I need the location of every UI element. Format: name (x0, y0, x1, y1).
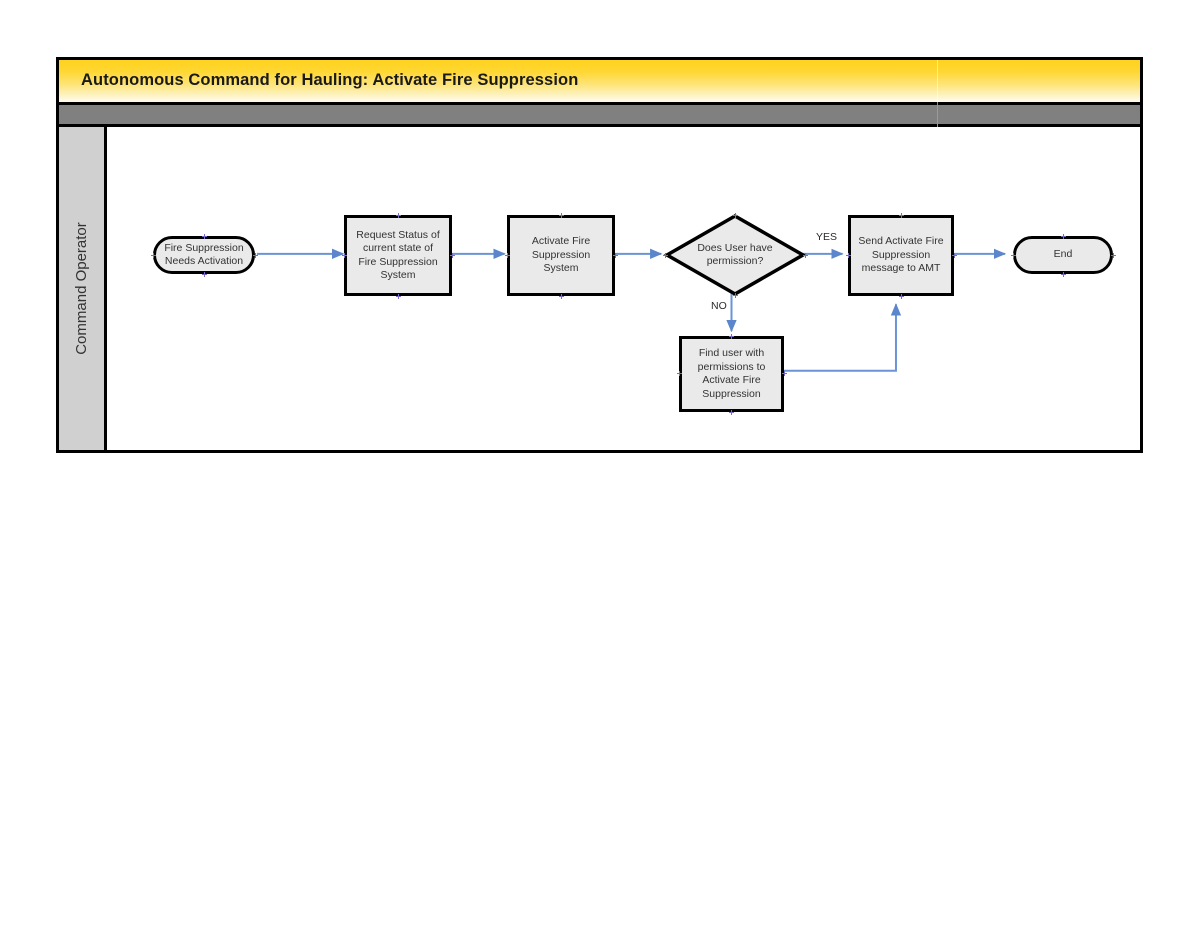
node-request-status[interactable]: Request Status of current state of Fire … (344, 215, 452, 296)
node-label: Fire Suppression Needs Activation (164, 241, 244, 268)
node-fire-suppression-needs-activation[interactable]: Fire Suppression Needs Activation (153, 236, 255, 274)
node-activate-fire-suppression-system[interactable]: Activate Fire Suppression System (507, 215, 615, 296)
node-does-user-have-permission[interactable]: Does User have permission? (663, 213, 807, 297)
page-title: Autonomous Command for Hauling: Activate… (81, 71, 579, 89)
swimlane-header-command-operator: Command Operator (59, 127, 107, 450)
swimlane-frame: Autonomous Command for Hauling: Activate… (56, 57, 1143, 453)
node-label: Request Status of current state of Fire … (356, 228, 440, 282)
title-bar-divider (937, 60, 938, 105)
swimlane-body: YES NO Fire Suppression Needs Activation… (107, 127, 1140, 450)
edge-label-no: NO (711, 300, 727, 312)
node-label: End (1053, 248, 1073, 261)
node-label: Activate Fire Suppression System (531, 235, 591, 275)
subheader-bar-divider (937, 105, 938, 127)
node-find-user-with-permissions[interactable]: Find user with permissions to Activate F… (679, 336, 784, 412)
swimlane-label-text: Command Operator (73, 222, 90, 355)
diagram-title-bar: Autonomous Command for Hauling: Activate… (59, 60, 1140, 105)
edge-label-yes: YES (816, 231, 838, 243)
diagram-subheader-bar (59, 105, 1140, 127)
node-end[interactable]: End (1013, 236, 1113, 274)
node-label: Send Activate Fire Suppression message t… (858, 235, 944, 275)
connector-layer (256, 248, 1007, 372)
node-send-activate-message-to-amt[interactable]: Send Activate Fire Suppression message t… (848, 215, 954, 296)
node-label: Find user with permissions to Activate F… (697, 347, 766, 400)
